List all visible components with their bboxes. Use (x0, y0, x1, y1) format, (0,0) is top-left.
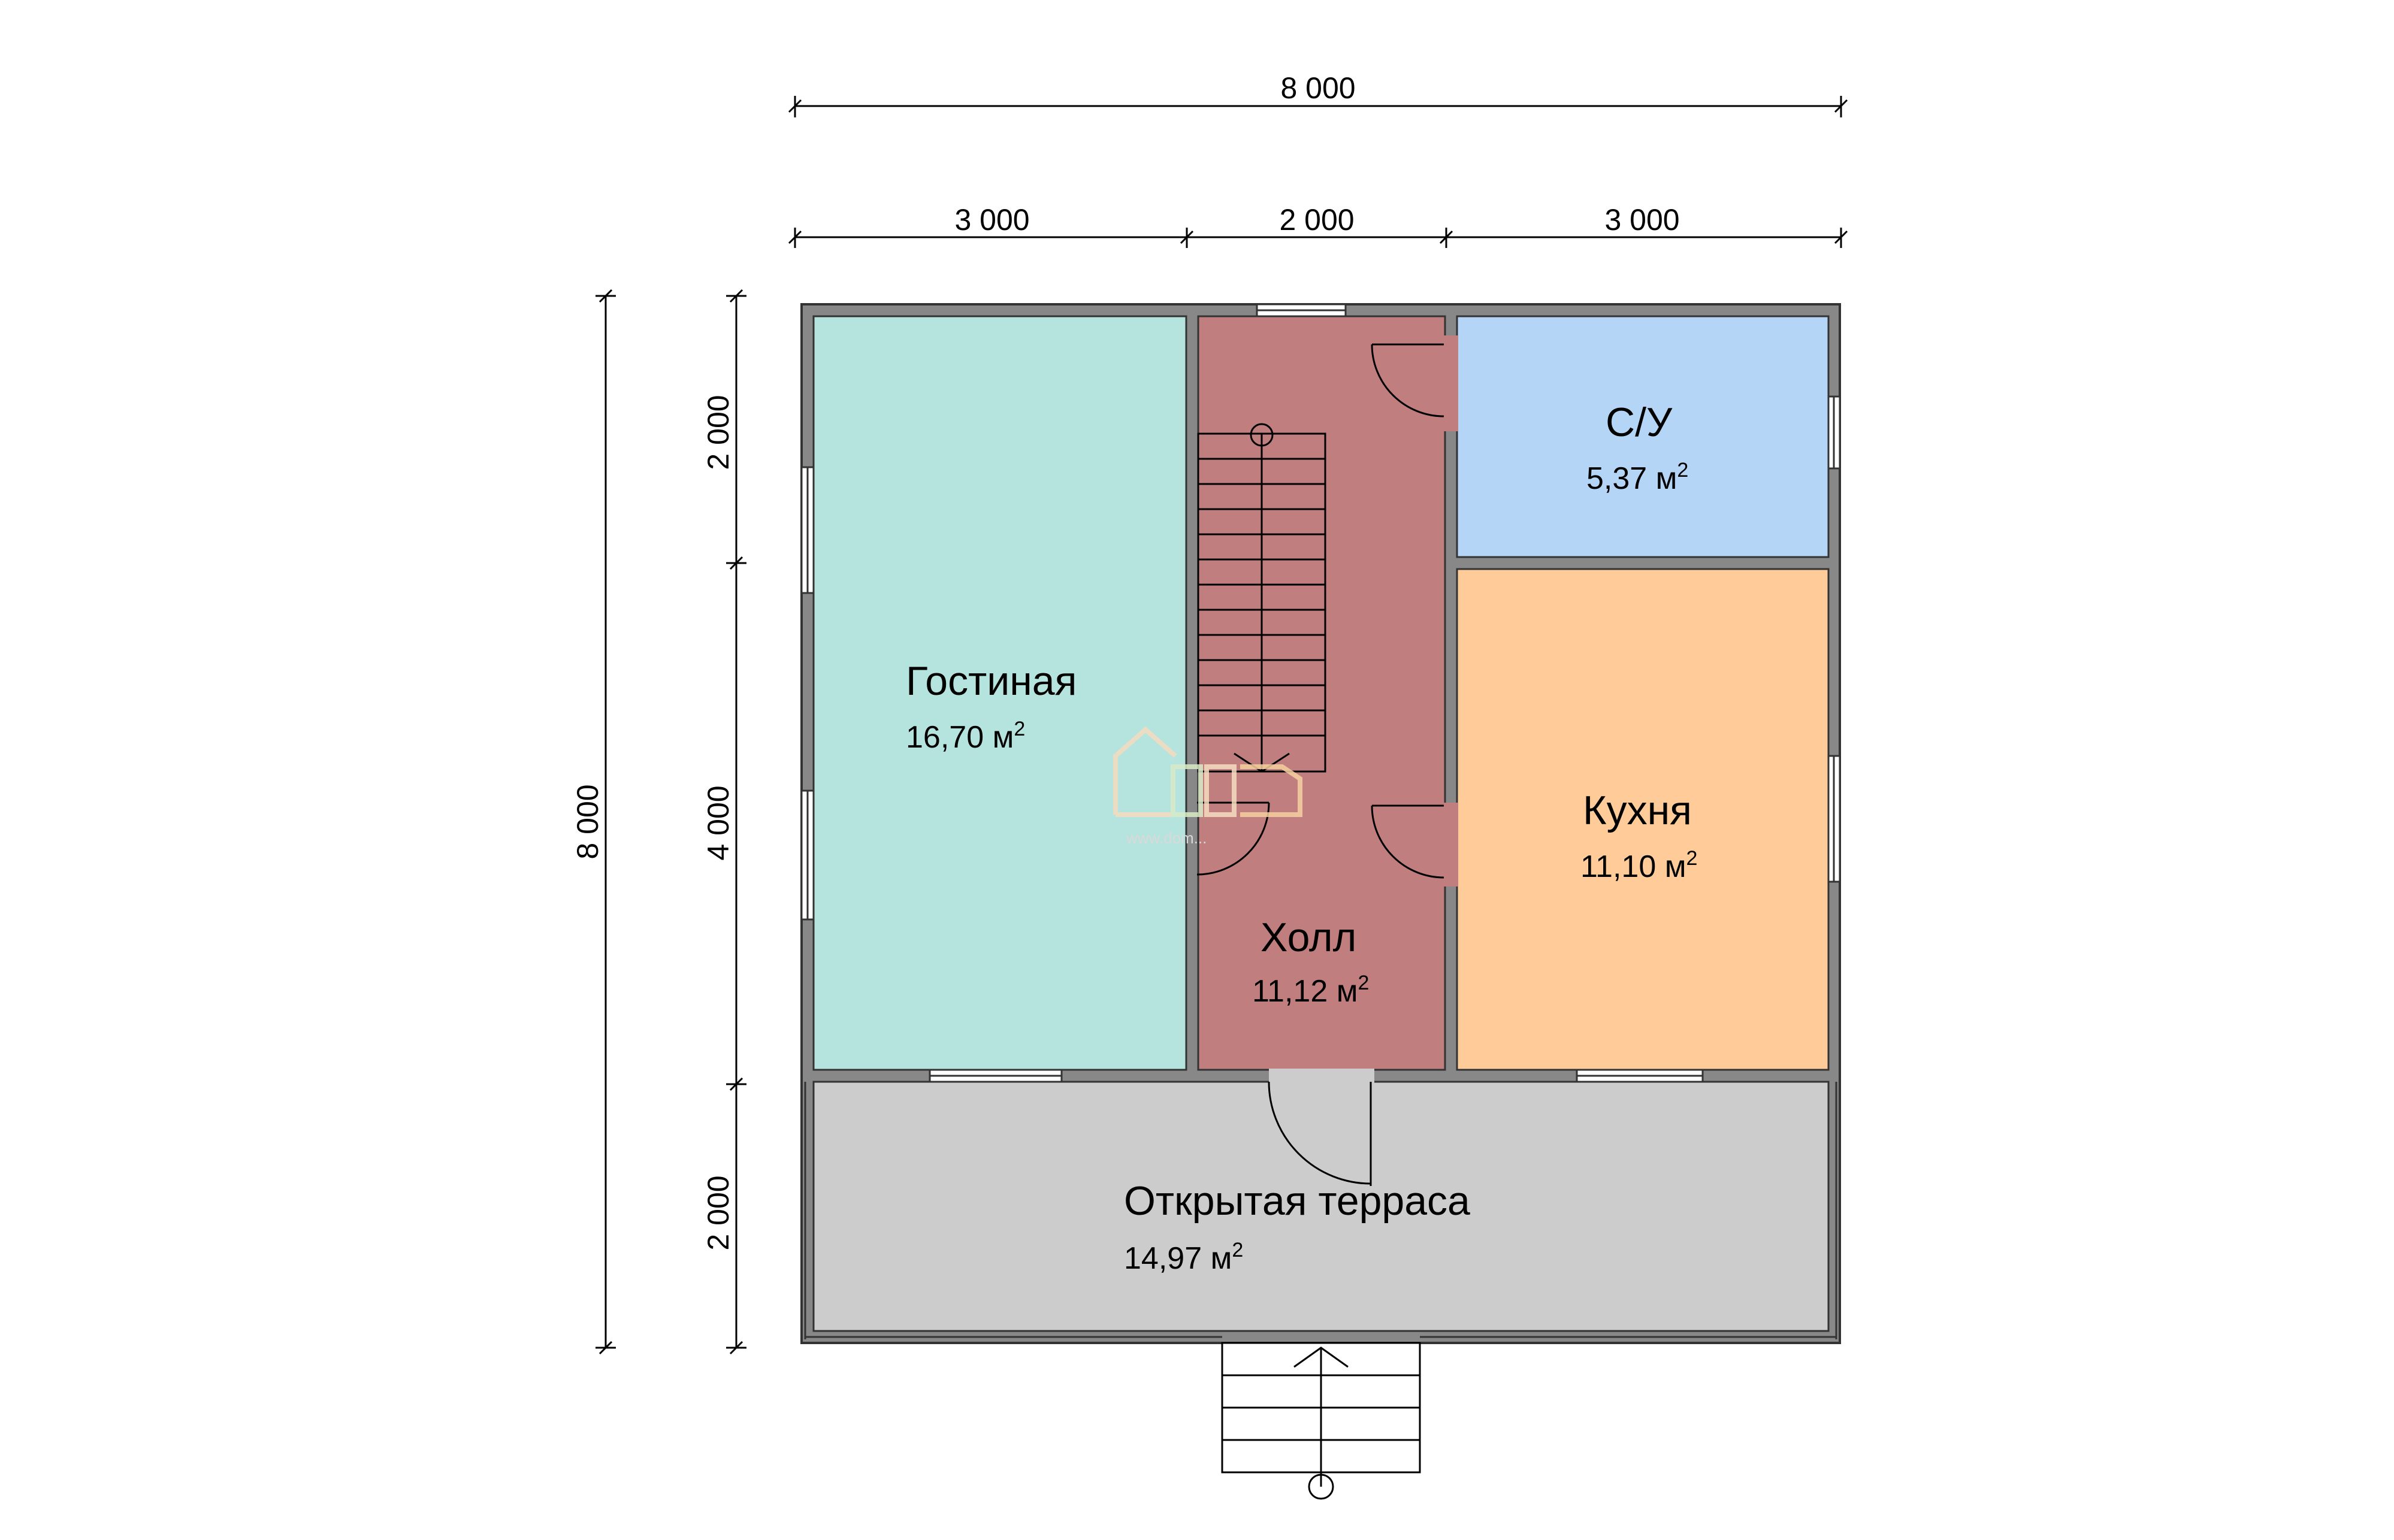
dimension-left-3-label: 2 000 (702, 1175, 735, 1250)
dimension-total-height: 8 000 (571, 289, 616, 1355)
dimension-top-3-label: 3 000 (1604, 203, 1679, 237)
room-living-area: 16,70 м2 (906, 718, 1025, 755)
label-terrace: Открытая терраса 14,97 м2 (1124, 1178, 1470, 1276)
doors (1196, 343, 1444, 1186)
room-hall-area: 11,12 м2 (1252, 972, 1369, 1009)
dimension-left-1-label: 2 000 (702, 395, 735, 470)
entrance-steps (1221, 1342, 1421, 1500)
room-hall (1197, 315, 1446, 1071)
dimension-total-width-label: 8 000 (1280, 71, 1355, 105)
watermark-text: www.dom... (1126, 829, 1207, 847)
dimension-total-height-label: 8 000 (571, 784, 604, 859)
room-kitchen-name: Кухня (1583, 788, 1692, 833)
dimension-top-1-label: 3 000 (954, 203, 1029, 237)
dimension-total-width: 8 000 (788, 71, 1848, 117)
room-kitchen (1456, 568, 1830, 1071)
label-living: Гостиная 16,70 м2 (906, 658, 1077, 755)
watermark-logo (1113, 726, 1302, 817)
dimension-segments-left: 2 000 4 000 2 000 (702, 289, 746, 1355)
room-terrace-area: 14,97 м2 (1124, 1239, 1243, 1276)
interior-stairs (1197, 423, 1326, 773)
label-hall: Холл 11,12 м2 (1252, 915, 1369, 1009)
label-bathroom: С/У 5,37 м2 (1586, 400, 1688, 496)
room-bathroom-name: С/У (1606, 400, 1673, 445)
room-terrace-name: Открытая терраса (1124, 1178, 1470, 1224)
dimension-segments-top: 3 000 2 000 3 000 (788, 203, 1848, 248)
hall-terrace-opening (1269, 1069, 1374, 1083)
label-kitchen: Кухня 11,10 м2 (1580, 788, 1697, 884)
room-bathroom (1456, 315, 1830, 558)
windows (800, 303, 1841, 1083)
hall-door-zone (1444, 335, 1458, 431)
room-hall-name: Холл (1261, 915, 1356, 960)
room-living-name: Гостиная (906, 658, 1077, 704)
room-kitchen-area: 11,10 м2 (1580, 847, 1697, 884)
hall-door-zone-2 (1444, 803, 1458, 887)
room-bathroom-area: 5,37 м2 (1586, 459, 1688, 496)
terrace-railing (804, 1082, 1837, 1339)
dimension-left-2-label: 4 000 (702, 785, 735, 860)
dimension-top-2-label: 2 000 (1279, 203, 1354, 237)
room-terrace (812, 1081, 1830, 1332)
